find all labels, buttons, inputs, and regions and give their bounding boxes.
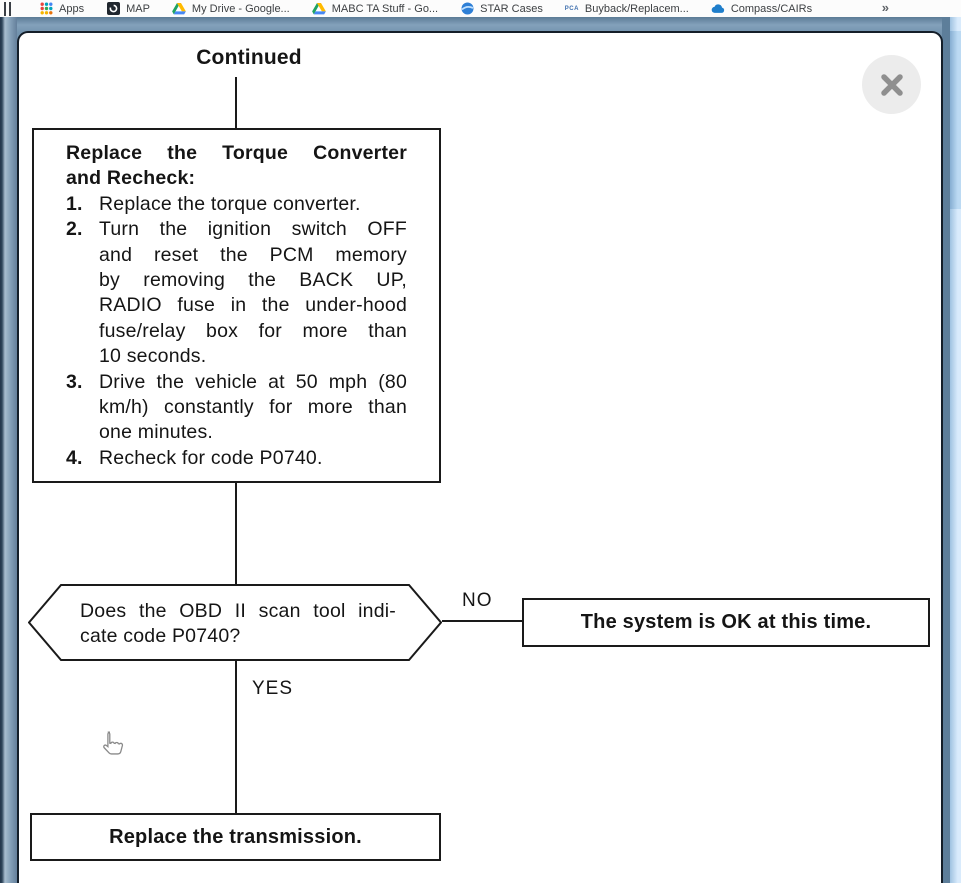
- step-text-line: RADIO fuse in the under-hood: [99, 294, 407, 317]
- pca-icon: PCA: [564, 5, 579, 12]
- apps-grid-icon: [39, 2, 53, 15]
- decision-line2: cate code P0740?: [80, 625, 241, 648]
- bookmark-label: My Drive - Google...: [191, 2, 290, 15]
- bookmarks-bar: Apps MAP My Drive - Google...: [0, 0, 961, 17]
- process-box: Replace the Torque Converter and Recheck:…: [32, 128, 441, 483]
- no-branch-label: NO: [462, 590, 493, 611]
- process-box-heading: Replace the Torque Converter and Recheck:: [66, 141, 407, 192]
- bookmark-map[interactable]: MAP: [106, 2, 150, 15]
- continued-label: Continued: [196, 46, 302, 69]
- step-text: Recheck for code P0740.: [99, 446, 407, 471]
- flowchart-panel: Continued Replace the Torque Converter an…: [17, 31, 943, 883]
- bookmark-buyback-replacement[interactable]: PCA Buyback/Replacem...: [565, 2, 689, 15]
- connector-line: [442, 620, 523, 622]
- step-text-line: Turn the ignition switch OFF: [99, 218, 407, 241]
- heading-line: Replace the Torque Converter: [66, 142, 407, 164]
- heading-line: and Recheck:: [66, 167, 196, 190]
- step-text-line: by removing the BACK UP,: [99, 269, 407, 292]
- google-drive-icon: [172, 2, 186, 15]
- bookmark-label: Compass/CAIRs: [730, 2, 813, 15]
- system-ok-box: The system is OK at this time.: [522, 598, 930, 647]
- hand-pointer-icon: [98, 730, 124, 765]
- bookmark-label: MABC TA Stuff - Go...: [331, 2, 439, 15]
- scrollbar[interactable]: [950, 17, 961, 883]
- scrollbar-thumb[interactable]: [950, 31, 961, 209]
- step-number: 4.: [66, 446, 83, 469]
- step-text-line: one minutes.: [99, 421, 214, 444]
- step-number: 1.: [66, 192, 83, 215]
- close-x-icon: [880, 73, 903, 96]
- bookmark-label: Apps: [59, 2, 85, 15]
- window-edge-grip: [4, 1, 11, 16]
- bookmark-my-drive[interactable]: My Drive - Google...: [172, 2, 290, 15]
- step-text-line: km/h) constantly for more than: [99, 396, 407, 419]
- process-steps: 1. Replace the torque converter. 2. Turn th…: [66, 192, 407, 471]
- step-text: Drive the vehicle at 50 mph (80 km/h) con…: [99, 370, 407, 446]
- step-number: 2.: [66, 218, 83, 241]
- process-step: 3. Drive the vehicle at 50 mph (80 km/h) c…: [66, 370, 407, 446]
- decision-line1: Does the OBD II scan tool indi-: [80, 600, 396, 622]
- step-text-line: 10 seconds.: [99, 345, 207, 368]
- step-text-line: Replace the torque converter.: [99, 192, 361, 215]
- globe-icon: [460, 2, 474, 15]
- step-text-line: and reset the PCM memory: [99, 243, 407, 266]
- step-text: Replace the torque converter.: [99, 192, 407, 217]
- right-edge-strip: [942, 17, 950, 883]
- bookmark-mabc-ta-stuff[interactable]: MABC TA Stuff - Go...: [311, 2, 439, 15]
- step-number: 3.: [66, 370, 83, 393]
- bookmark-label: MAP: [126, 2, 150, 15]
- left-edge-strip: [0, 17, 17, 883]
- step-text-line: fuse/relay box for more than: [99, 319, 407, 342]
- bookmarks-overflow-chevron[interactable]: »: [881, 0, 889, 15]
- step-text-line: Drive the vehicle at 50 mph (80: [99, 370, 407, 393]
- google-drive-icon: [311, 2, 326, 15]
- cloud-icon: [711, 2, 725, 15]
- bookmark-apps[interactable]: Apps: [39, 2, 84, 15]
- decision-text: Does the OBD II scan tool indi- cate cod…: [80, 599, 396, 650]
- decision-hexagon: [28, 584, 442, 661]
- bookmark-label: STAR Cases: [480, 2, 543, 15]
- connector-line: [235, 77, 237, 129]
- replace-transmission-box: Replace the transmission.: [30, 813, 441, 861]
- close-button[interactable]: [862, 55, 921, 114]
- connector-line: [235, 661, 237, 814]
- yes-branch-label: YES: [252, 678, 294, 699]
- map-app-icon: [106, 2, 120, 15]
- bookmark-compass-cairs[interactable]: Compass/CAIRs: [711, 2, 812, 15]
- step-text-line: Recheck for code P0740.: [99, 446, 323, 469]
- process-step: 4. Recheck for code P0740.: [66, 446, 407, 471]
- connector-line: [235, 483, 237, 586]
- bookmark-label: Buyback/Replacem...: [584, 2, 689, 15]
- bookmark-star-cases[interactable]: STAR Cases: [460, 2, 543, 15]
- process-step: 1. Replace the torque converter.: [66, 192, 407, 217]
